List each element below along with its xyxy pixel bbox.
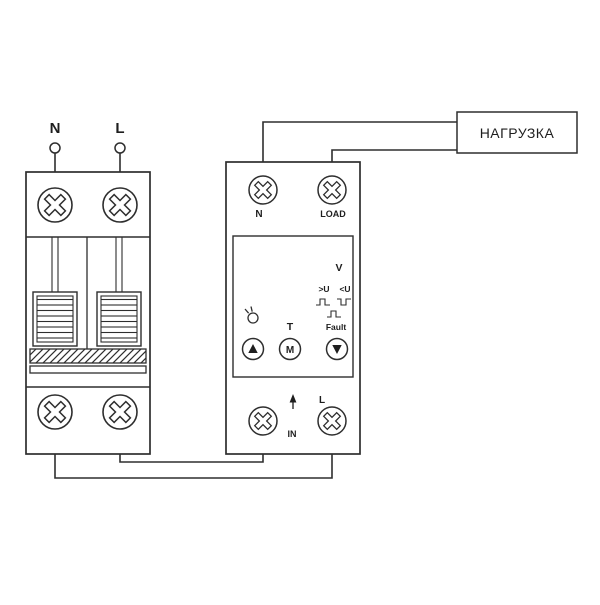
relay-overvoltage-label: >U	[318, 284, 329, 294]
breaker-body	[25, 171, 151, 455]
wires	[54, 121, 457, 479]
relay-terminal-load-label: LOAD	[320, 209, 346, 219]
relay-button-mode: M	[278, 337, 302, 361]
breaker-screw-bottom-left	[37, 394, 73, 430]
circuit-breaker	[25, 171, 151, 455]
supply-n-terminal	[49, 142, 61, 154]
relay-button-up	[241, 337, 265, 361]
relay-terminal-n-label: N	[255, 209, 262, 220]
relay-v-label: V	[335, 262, 342, 274]
load-box-label: НАГРУЗКА	[480, 125, 555, 141]
relay-undervoltage-label: <U	[339, 284, 350, 294]
load-box-outline	[456, 111, 578, 154]
relay-screw-bottom-l	[317, 406, 347, 436]
supply-n-label: N	[50, 120, 61, 137]
wire-relay-load-to-load-box	[331, 149, 457, 162]
relay-terminal-in-label: IN	[288, 429, 297, 439]
relay-display-panel	[232, 235, 354, 378]
relay-screw-top-load	[317, 175, 347, 205]
overvoltage-waveform-icon	[316, 298, 330, 306]
wire-relay-n-to-load-box	[262, 121, 457, 162]
undervoltage-waveform-icon	[337, 298, 351, 306]
relay-screw-top-n	[248, 175, 278, 205]
breaker-handle-bar-hatched	[29, 348, 147, 364]
up-triangle-icon	[248, 344, 258, 353]
supply-l-label: L	[115, 120, 124, 137]
wire-breaker-to-relay-in	[119, 454, 264, 463]
supply-l-terminal	[114, 142, 126, 154]
supply-terminals: N L	[49, 120, 126, 172]
relay-terminal-l-label: L	[319, 395, 325, 406]
load-box: НАГРУЗКА	[456, 111, 578, 154]
breaker-handle-bar	[29, 365, 147, 374]
relay-button-down	[325, 337, 349, 361]
wire-breaker-to-relay-l	[54, 454, 333, 479]
relay-m-button-label: M	[286, 345, 294, 356]
relay-t-label: T	[287, 321, 294, 333]
down-triangle-icon	[332, 345, 342, 354]
indicator-lamp-icon	[244, 306, 259, 324]
breaker-window-left	[32, 291, 78, 347]
breaker-window-right-stripes	[100, 295, 138, 343]
breaker-screw-top-left	[37, 187, 73, 223]
up-arrow-icon	[289, 394, 297, 409]
relay-screw-bottom-in	[248, 406, 278, 436]
breaker-screw-top-right	[102, 187, 138, 223]
breaker-screw-bottom-right	[102, 394, 138, 430]
relay-fault-label: Fault	[326, 322, 346, 332]
breaker-window-left-stripes	[36, 295, 74, 343]
breaker-window-right	[96, 291, 142, 347]
fault-waveform-icon	[327, 310, 341, 318]
voltage-relay: N LOAD V >U <U Fault T M	[225, 161, 361, 455]
